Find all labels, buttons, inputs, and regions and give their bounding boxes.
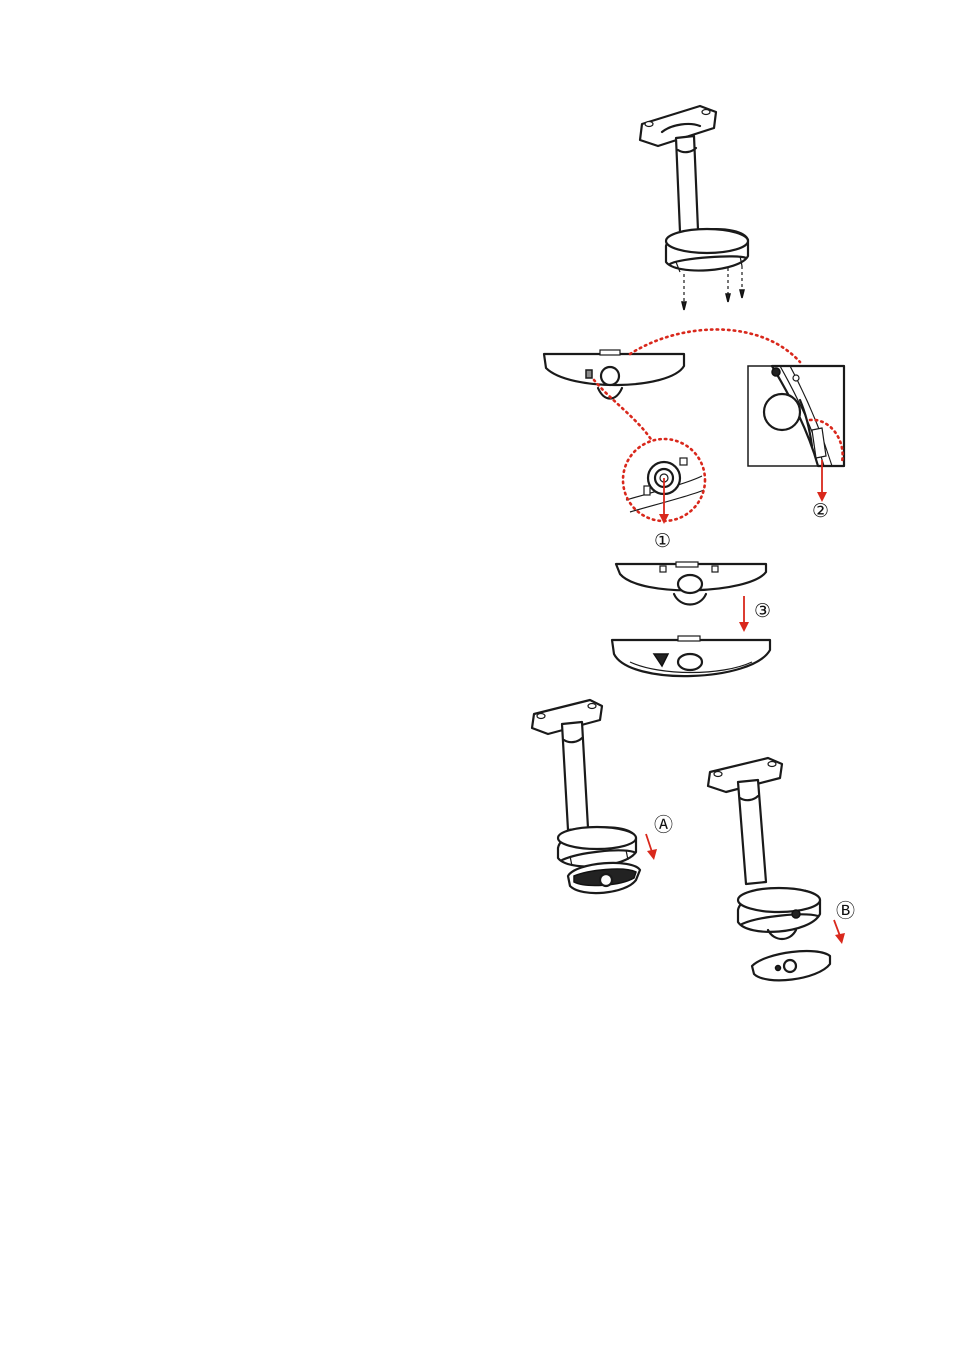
step-3-label: ③ [754,601,771,621]
step-1-label: ① [654,531,671,551]
step-2-label: ② [812,501,829,521]
step-a-label: Ⓐ [654,815,673,835]
assembly-option-a [532,700,640,893]
assembly-option-b [708,758,830,980]
step-b-arrow [834,920,845,944]
step-a-arrow [646,834,657,860]
step-b-label: Ⓑ [836,901,855,921]
